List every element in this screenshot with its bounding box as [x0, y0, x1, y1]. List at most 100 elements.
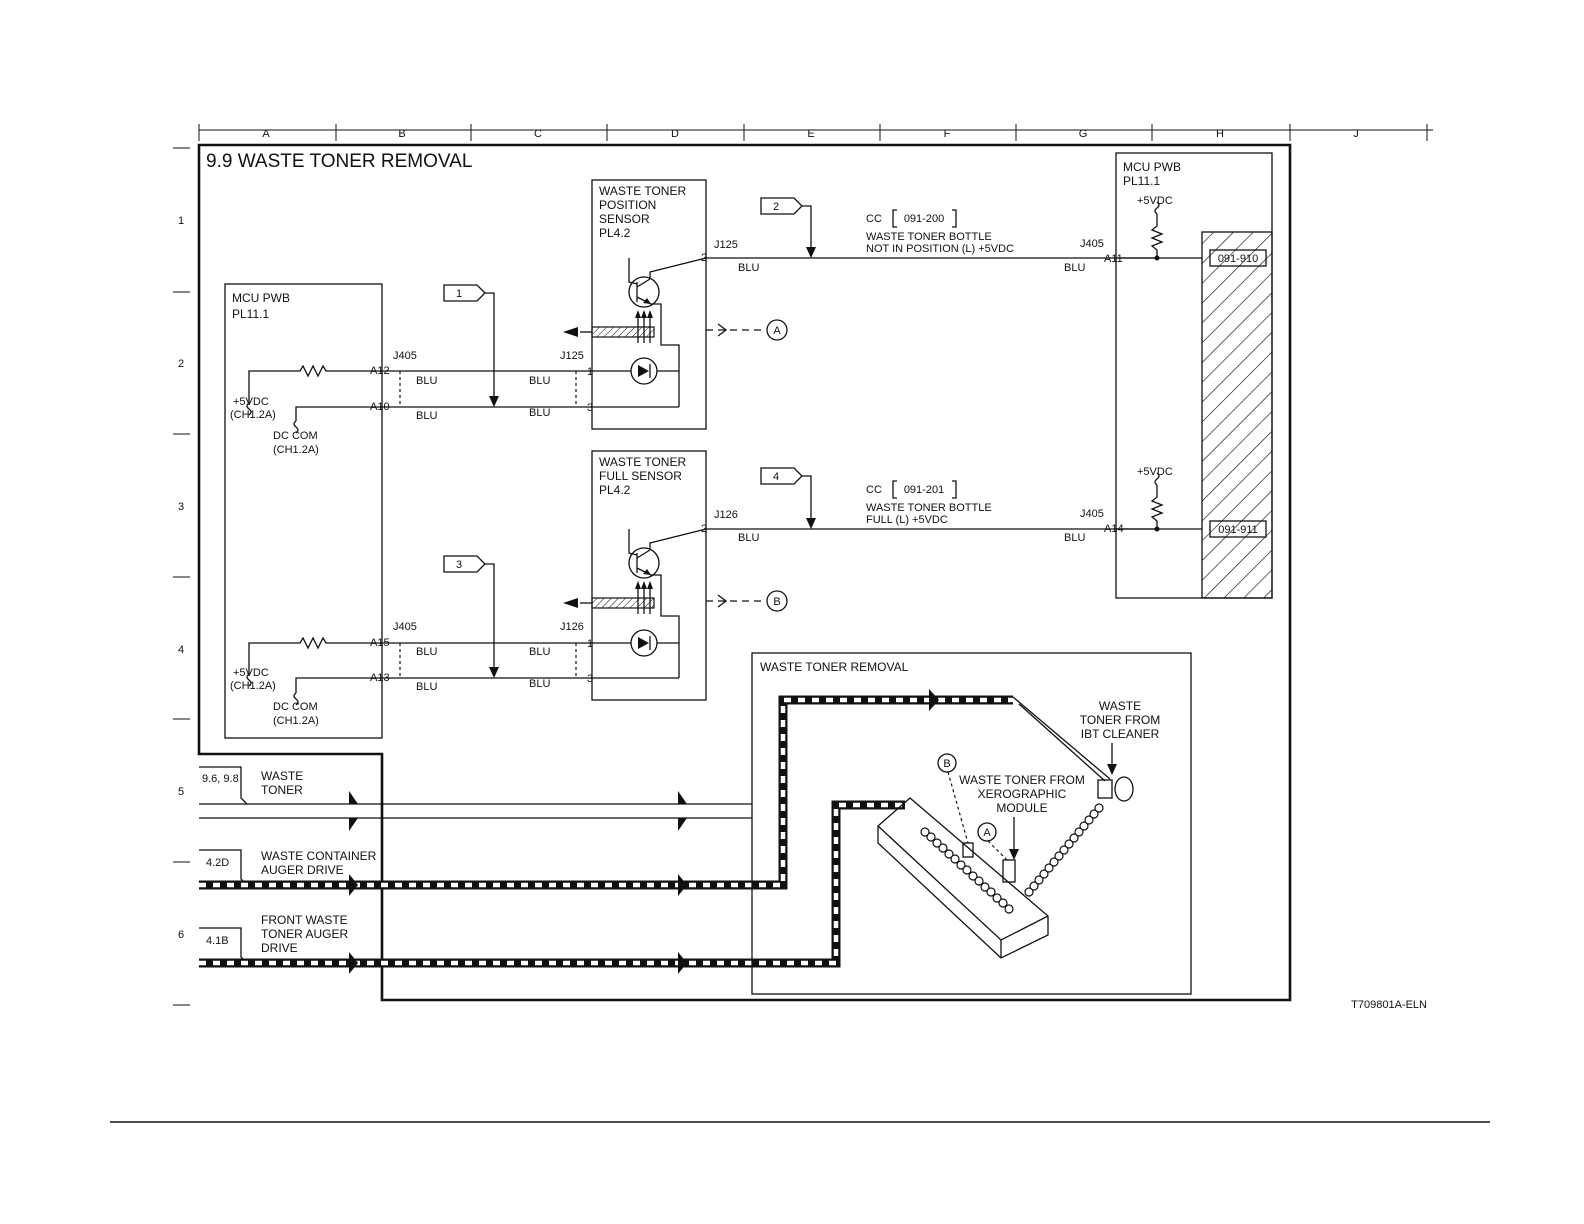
mcu-left-name: MCU PWB	[232, 291, 290, 305]
input-label: AUGER DRIVE	[261, 863, 344, 877]
grid-ruler: A B C D E F G H J 1 2 3 4 5 6	[173, 124, 1433, 1006]
signal-desc: WASTE TONER BOTTLE	[866, 502, 992, 514]
mcu-right-pl: PL11.1	[1123, 174, 1160, 188]
input-ref: 9.6, 9.8	[202, 773, 239, 785]
wire-color: BLU	[1064, 262, 1085, 274]
mcu-right-name: MCU PWB	[1123, 160, 1181, 174]
inset-label: MODULE	[996, 801, 1047, 815]
sensor-conn-label: J126	[560, 621, 584, 633]
sensor-pl: PL4.2	[599, 483, 631, 497]
grid-col-label: B	[398, 128, 405, 140]
grid-row-label: 4	[178, 644, 184, 656]
mechanical-inputs: 9.6, 9.8 WASTE TONER 4.2D WASTE CONTAINE…	[199, 689, 1013, 974]
sensor-out-ref: A	[773, 325, 781, 337]
flag-number: 2	[773, 201, 779, 213]
grid-col-label: J	[1353, 128, 1359, 140]
grid-row-label: 1	[178, 215, 184, 227]
sensor-label: POSITION	[599, 198, 656, 212]
inset-label: WASTE TONER FROM	[959, 773, 1085, 787]
wire-color: BLU	[529, 678, 550, 690]
ch-ref: (CH1.2A)	[230, 680, 276, 692]
waste-toner-inset: WASTE TONER REMOVAL WASTE TONER FROM IBT…	[751, 652, 1192, 995]
grid-col-label: D	[671, 128, 679, 140]
inset-label: IBT CLEANER	[1081, 727, 1160, 741]
sensor-pl: PL4.2	[599, 226, 631, 240]
inset-label: TONER FROM	[1080, 713, 1160, 727]
mcu-conn-label: J405	[393, 621, 417, 633]
signal-desc: FULL (L) +5VDC	[866, 514, 948, 526]
wire-color: BLU	[416, 681, 437, 693]
inset-title: WASTE TONER REMOVAL	[760, 660, 909, 674]
wire-color: BLU	[529, 646, 550, 658]
wire-color: BLU	[738, 262, 759, 274]
mcu-pwb-left: MCU PWB PL11.1	[224, 283, 383, 739]
main-frame	[197, 143, 1292, 1002]
position-sensor-block: WASTE TONER POSITION SENSOR PL4.2 A	[563, 179, 788, 430]
drawing-id: T709801A-ELN	[1351, 999, 1427, 1011]
grid-row-label: 3	[178, 501, 184, 513]
pin-label: A13	[370, 672, 390, 684]
pin-label: A14	[1104, 523, 1124, 535]
inset-label: WASTE	[1099, 699, 1141, 713]
supply-label: +5VDC	[1137, 466, 1173, 478]
pin-num: 1	[587, 366, 593, 378]
pin-num: 2	[701, 252, 707, 264]
sensor-out-ref: B	[773, 596, 780, 608]
pin-label: A12	[370, 365, 390, 377]
input-label: WASTE CONTAINER	[261, 849, 377, 863]
input-ref: 4.1B	[206, 935, 229, 947]
position-sensor-wiring: +5VDC (CH1.2A) DC COM (CH1.2A) J405 J125…	[230, 195, 1267, 456]
sensor-conn-label: J126	[714, 509, 738, 521]
wire-color: BLU	[529, 375, 550, 387]
wire-color: BLU	[529, 407, 550, 419]
inset-ref: B	[943, 758, 950, 770]
status-code: 091-911	[1218, 524, 1258, 536]
pin-label: A15	[370, 637, 390, 649]
wire-color: BLU	[416, 646, 437, 658]
wire-color: BLU	[416, 375, 437, 387]
flag-number: 3	[456, 559, 462, 571]
ch-ref: (CH1.2A)	[273, 715, 319, 727]
cc-code: 091-201	[904, 484, 944, 496]
grid-col-label: G	[1079, 128, 1088, 140]
grid-row-label: 5	[178, 786, 184, 798]
supply-label: +5VDC	[233, 396, 269, 408]
ch-ref: (CH1.2A)	[273, 444, 319, 456]
pin-num: 3	[587, 673, 593, 685]
inset-label: XEROGRAPHIC	[978, 787, 1067, 801]
mcu-conn-label: J405	[1080, 508, 1104, 520]
signal-desc: NOT IN POSITION (L) +5VDC	[866, 243, 1014, 255]
inset-ref: A	[983, 827, 991, 839]
sensor-label: WASTE TONER	[599, 455, 686, 469]
grid-row-label: 6	[178, 929, 184, 941]
pin-label: A11	[1104, 253, 1123, 265]
cc-label: CC	[866, 484, 882, 496]
sensor-label: FULL SENSOR	[599, 469, 682, 483]
flag-number: 1	[456, 288, 462, 300]
sensor-conn-label: J125	[714, 239, 738, 251]
grid-col-label: E	[807, 128, 814, 140]
input-label: DRIVE	[261, 941, 298, 955]
grid-col-label: C	[534, 128, 542, 140]
full-sensor-block: WASTE TONER FULL SENSOR PL4.2 B	[563, 450, 788, 701]
input-label: WASTE	[261, 769, 303, 783]
sensor-label: WASTE TONER	[599, 184, 686, 198]
grid-col-label: A	[262, 128, 270, 140]
supply-label: +5VDC	[233, 667, 269, 679]
pin-num: 3	[587, 402, 593, 414]
wire-color: BLU	[1064, 532, 1085, 544]
grid-row-label: 2	[178, 358, 184, 370]
sensor-label: SENSOR	[599, 212, 650, 226]
dccom-label: DC COM	[273, 701, 318, 713]
input-ref: 4.2D	[206, 857, 229, 869]
grid-col-label: F	[944, 128, 951, 140]
mcu-conn-label: J405	[1080, 238, 1104, 250]
ch-ref: (CH1.2A)	[230, 409, 276, 421]
mcu-left-pl: PL11.1	[232, 307, 269, 321]
input-label: FRONT WASTE	[261, 913, 348, 927]
flag-number: 4	[773, 471, 779, 483]
cc-code: 091-200	[904, 213, 944, 225]
pin-num: 2	[701, 523, 707, 535]
wire-color: BLU	[738, 532, 759, 544]
